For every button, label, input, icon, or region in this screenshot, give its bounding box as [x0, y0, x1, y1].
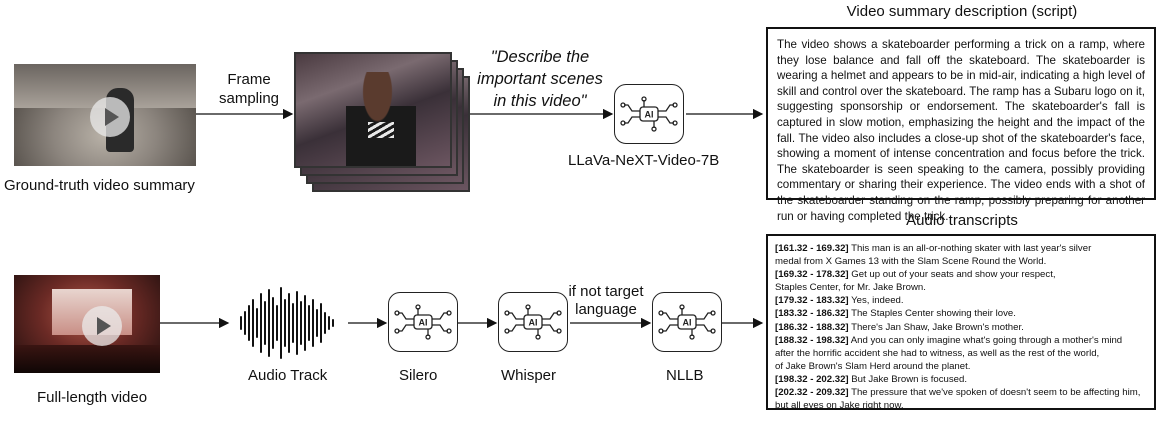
sampled-frame-front: [294, 52, 452, 168]
nllb-label: NLLB: [666, 367, 704, 384]
condition-label: if not target language: [560, 283, 652, 319]
transcript-line: [169.32 - 178.32] Get up out of your sea…: [775, 268, 1151, 281]
ai-chip-icon: AI: [620, 96, 678, 132]
transcript-text: Staples Center, for Mr. Jake Brown.: [775, 282, 926, 294]
ai-chip-icon: AI: [504, 304, 562, 340]
audio-waveform-icon: [240, 287, 334, 359]
transcript-timestamp: [183.32 - 186.32]: [775, 308, 849, 320]
transcript-timestamp: [188.32 - 198.32]: [775, 334, 849, 346]
transcript-line: [183.32 - 186.32] The Staples Center sho…: [775, 307, 1151, 320]
frame-sampling-line: sampling: [218, 90, 280, 107]
ground-truth-video-thumbnail[interactable]: [14, 64, 196, 166]
transcript-list: [161.32 - 169.32] This man is an all-or-…: [775, 242, 1151, 412]
transcript-text: but all eyes on Jake right now.: [775, 400, 904, 412]
transcript-line: medal from X Games 13 with the Slam Scen…: [775, 255, 1151, 268]
audio-track-label: Audio Track: [248, 367, 328, 384]
ground-truth-label: Ground-truth video summary: [4, 177, 195, 194]
transcripts-box: [161.32 - 169.32] This man is an all-or-…: [766, 234, 1156, 412]
whisper-label: Whisper: [501, 367, 557, 384]
transcript-text: of Jake Brown's Slam Herd around the pla…: [775, 360, 971, 372]
condition-line: language: [575, 301, 637, 318]
transcript-text: after the horrific accident she had to w…: [775, 347, 1100, 359]
transcript-line: [179.32 - 183.32] Yes, indeed.: [775, 294, 1151, 307]
skater-figure: [346, 72, 416, 166]
transcript-line: [198.32 - 202.32] But Jake Brown is focu…: [775, 373, 1151, 386]
ai-chip-icon: AI: [394, 304, 452, 340]
ai-chip-icon: AI: [658, 304, 716, 340]
transcript-text: Get up out of your seats and show your r…: [848, 269, 1056, 281]
full-length-video-thumbnail[interactable]: [14, 275, 160, 373]
transcript-timestamp: [202.32 - 209.32]: [775, 387, 849, 399]
transcript-timestamp: [198.32 - 202.32]: [775, 373, 849, 385]
prompt-line: important scenes: [477, 70, 603, 88]
llava-model-label: LLaVa-NeXT-Video-7B: [568, 152, 720, 169]
svg-text:AI: AI: [645, 110, 654, 120]
transcript-line: but all eyes on Jake right now.: [775, 399, 1151, 412]
play-icon[interactable]: [82, 306, 122, 346]
transcript-line: [186.32 - 188.32] There's Jan Shaw, Jake…: [775, 321, 1151, 334]
transcript-text: Yes, indeed.: [848, 295, 904, 307]
transcript-text: This man is an all-or-nothing skater wit…: [848, 243, 1092, 254]
transcript-text: The pressure that we've spoken of doesn'…: [848, 387, 1141, 399]
transcript-line: after the horrific accident she had to w…: [775, 347, 1151, 360]
svg-text:AI: AI: [419, 318, 428, 328]
transcript-timestamp: [186.32 - 188.32]: [775, 321, 849, 333]
whisper-model-box: AI: [498, 292, 568, 352]
condition-line: if not target: [568, 283, 644, 300]
transcript-timestamp: [179.32 - 183.32]: [775, 295, 849, 307]
transcript-text: But Jake Brown is focused.: [848, 373, 967, 385]
transcript-line: [202.32 - 209.32] The pressure that we'v…: [775, 386, 1151, 399]
play-icon[interactable]: [90, 97, 130, 137]
transcript-line: [161.32 - 169.32] This man is an all-or-…: [775, 242, 1151, 255]
prompt-text: "Describe the important scenes in this v…: [470, 46, 610, 112]
silero-label: Silero: [399, 367, 438, 384]
transcript-text: medal from X Games 13 with the Slam Scen…: [775, 256, 1047, 268]
transcript-text: The Staples Center showing their love.: [848, 308, 1016, 320]
nllb-model-box: AI: [652, 292, 722, 352]
prompt-line: "Describe the: [490, 48, 590, 66]
silero-model-box: AI: [388, 292, 458, 352]
shirt-logo-icon: [368, 122, 394, 138]
frame-sampling-line: Frame: [227, 71, 271, 88]
transcripts-title: Audio transcripts: [906, 212, 1018, 229]
prompt-line: in this video": [493, 92, 587, 110]
transcript-line: [188.32 - 198.32] And you can only imagi…: [775, 334, 1151, 347]
transcript-timestamp: [161.32 - 169.32]: [775, 243, 849, 254]
transcript-text: And you can only imagine what's going th…: [848, 334, 1123, 346]
frame-sampling-label: Frame sampling: [214, 70, 284, 108]
transcript-line: of Jake Brown's Slam Herd around the pla…: [775, 360, 1151, 373]
transcript-line: Staples Center, for Mr. Jake Brown.: [775, 281, 1151, 294]
full-length-label: Full-length video: [37, 389, 148, 406]
svg-text:AI: AI: [529, 318, 538, 328]
svg-text:AI: AI: [683, 318, 692, 328]
transcript-timestamp: [169.32 - 178.32]: [775, 269, 849, 281]
summary-title: Video summary description (script): [846, 3, 1078, 20]
summary-box: The video shows a skateboarder performin…: [766, 27, 1156, 223]
llava-model-box: AI: [614, 84, 684, 144]
transcript-text: There's Jan Shaw, Jake Brown's mother.: [848, 321, 1024, 333]
summary-text: The video shows a skateboarder performin…: [777, 38, 1145, 223]
